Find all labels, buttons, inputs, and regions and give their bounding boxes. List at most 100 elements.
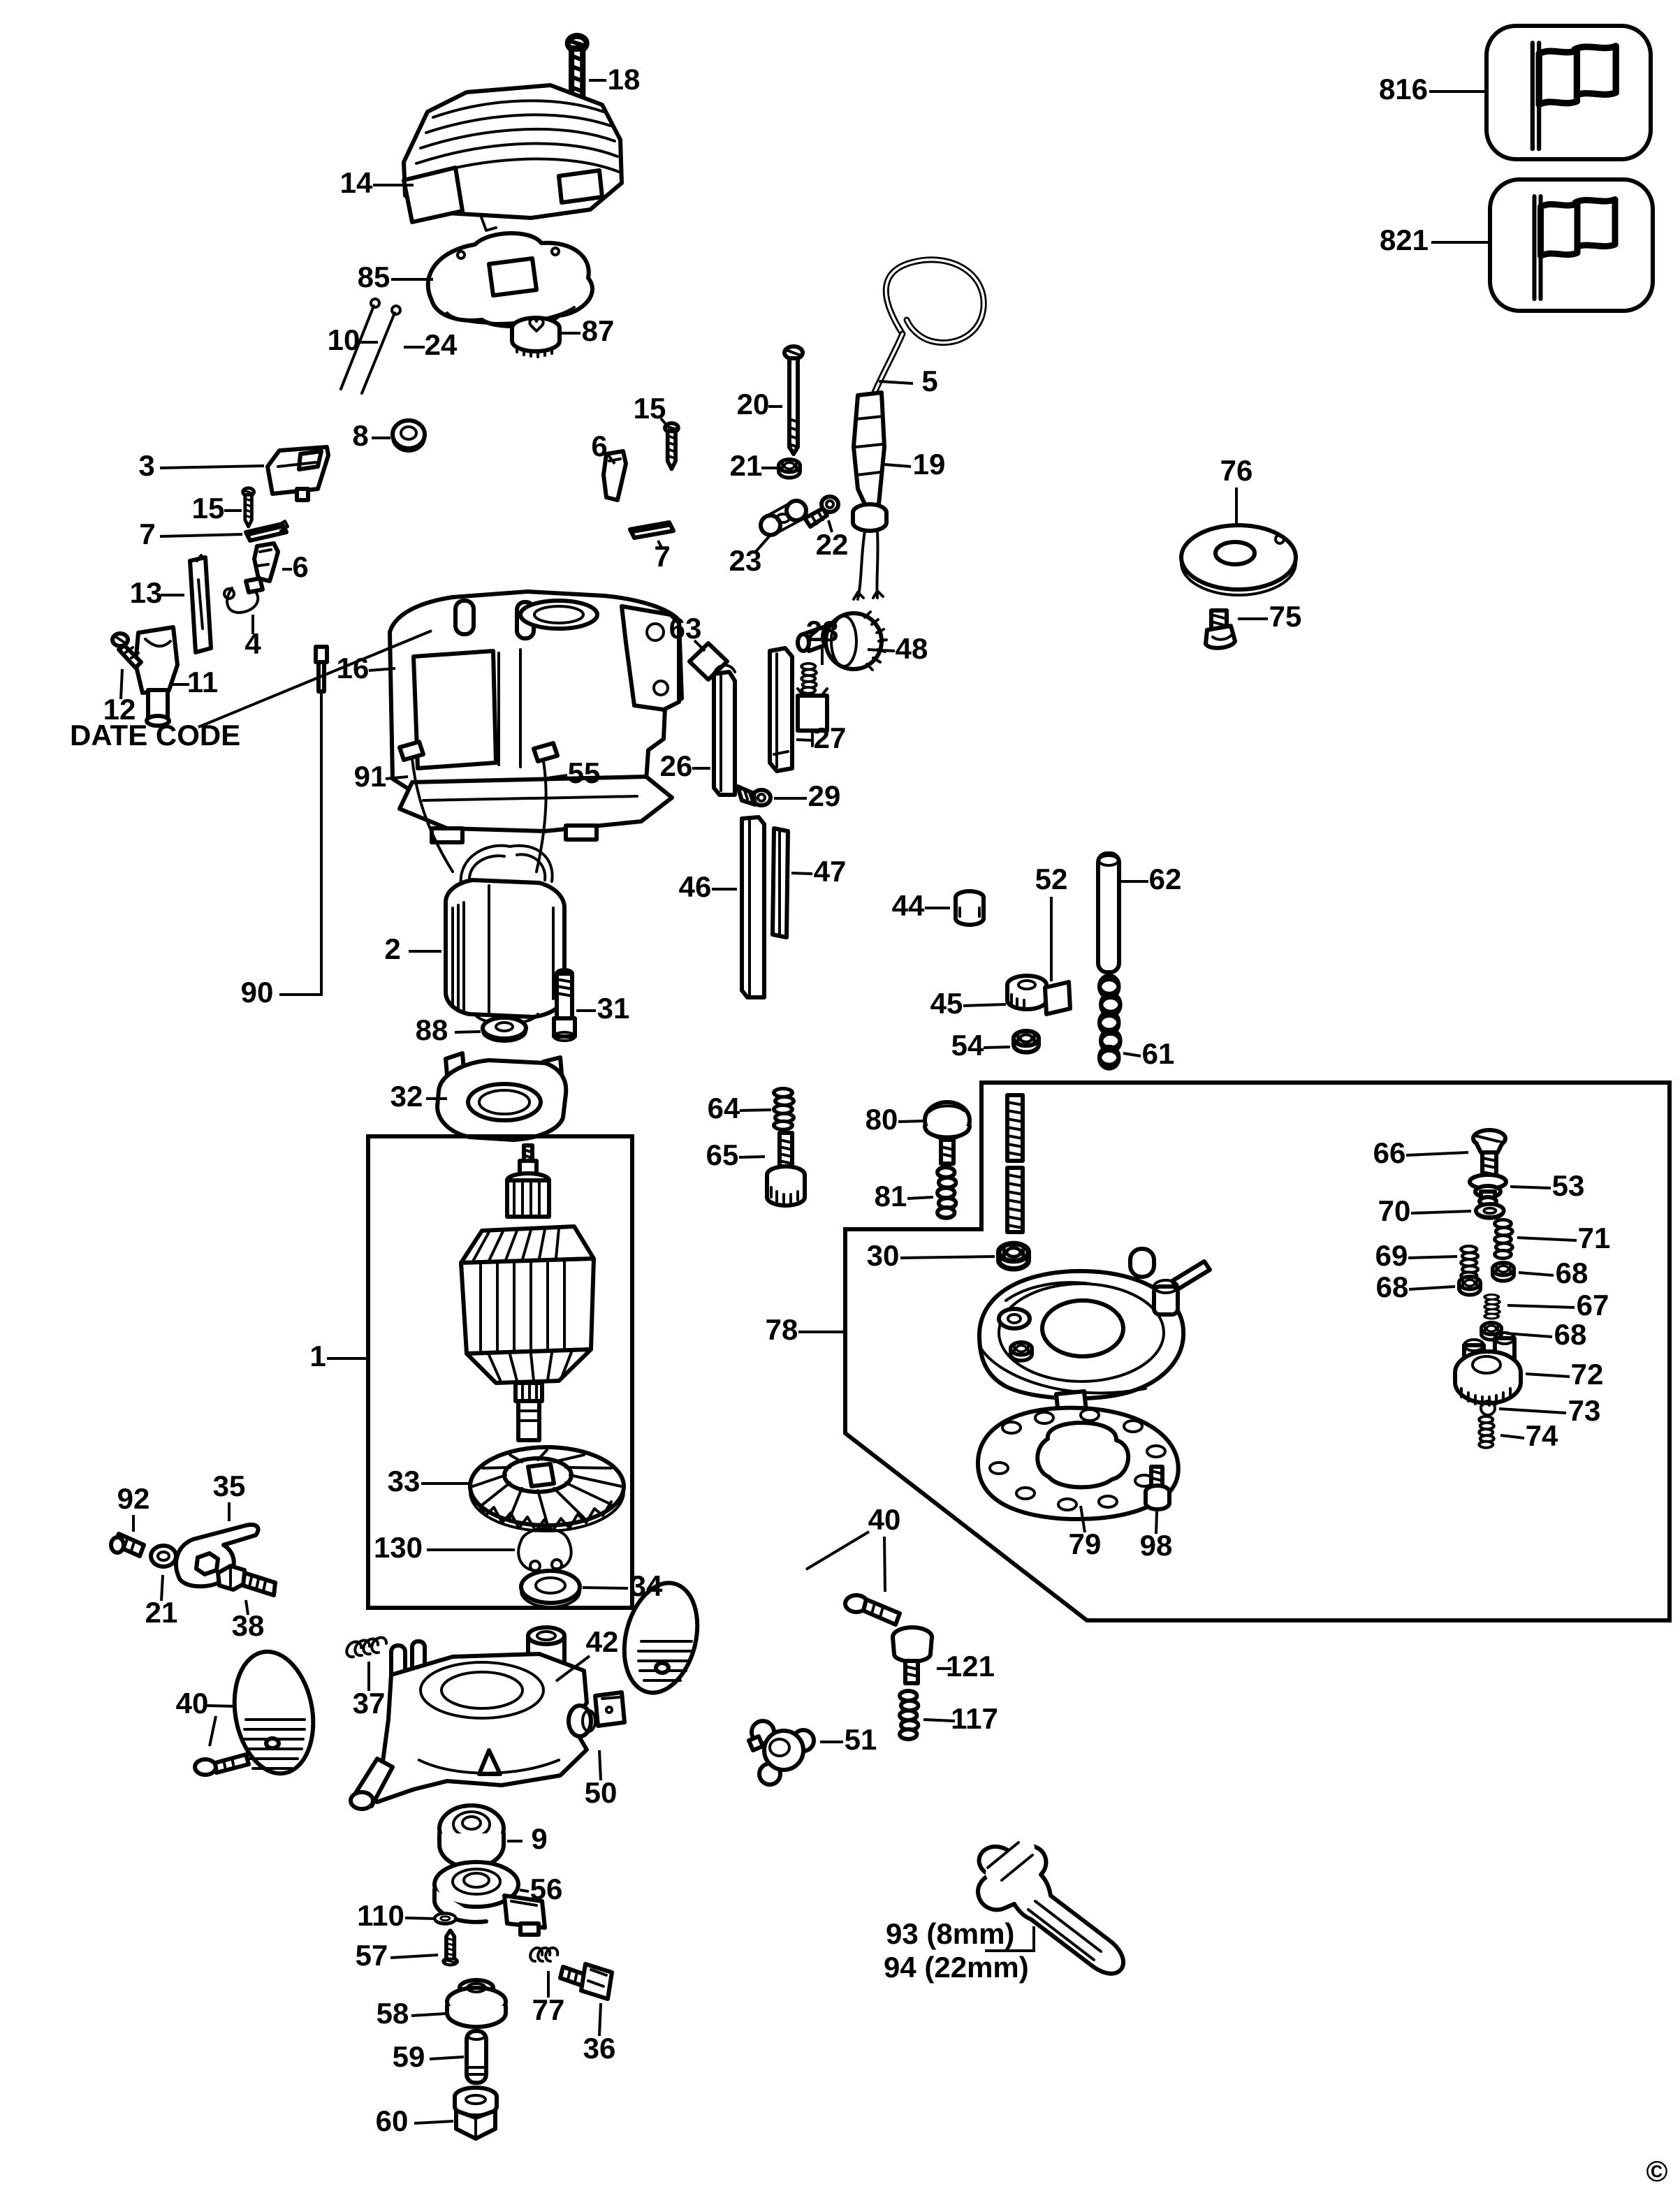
part-drawing-28 <box>796 664 829 747</box>
part-drawing-1-armature <box>459 1143 596 1442</box>
part-drawing-38 <box>216 1564 277 1597</box>
part-label-38: 38 <box>232 1609 265 1642</box>
part-drawing-69 <box>1461 1246 1478 1279</box>
part-label-53: 53 <box>1552 1169 1585 1202</box>
part-drawing-91-wire <box>397 740 454 873</box>
part-drawing-23 <box>759 499 808 537</box>
part-label-46: 46 <box>679 870 712 903</box>
part-drawing-40-left <box>193 1649 316 1777</box>
part-label-52: 52 <box>1035 863 1068 895</box>
part-drawing-15-right <box>665 423 678 469</box>
part-label-74: 74 <box>1526 1419 1558 1452</box>
part-label-27: 27 <box>814 721 847 754</box>
leader-line-73 <box>1498 1407 1567 1414</box>
part-label-15-left: 15 <box>192 492 225 525</box>
leader-line-79 <box>1079 1505 1086 1533</box>
part-label-66: 66 <box>1373 1136 1406 1169</box>
part-drawing-50 <box>593 1690 627 1728</box>
leader-line-98 <box>1155 1511 1158 1534</box>
part-label-16: 16 <box>337 652 370 684</box>
part-label-65: 65 <box>706 1138 739 1171</box>
leader-line-48 <box>867 648 896 652</box>
part-label-13: 13 <box>130 576 163 609</box>
part-label-90: 90 <box>241 976 274 1009</box>
leader-line-7-right <box>657 540 664 550</box>
part-drawing-53 <box>1468 1173 1508 1208</box>
part-drawing-51 <box>747 1719 816 1787</box>
part-label-6-left: 6 <box>292 550 308 583</box>
leader-line-56 <box>519 1889 529 1893</box>
part-label-21-top: 21 <box>730 449 763 482</box>
part-drawing-5-cord <box>871 256 987 396</box>
leader-line-110 <box>404 1917 435 1920</box>
part-drawing-studs <box>1005 1093 1212 1291</box>
part-label-70: 70 <box>1378 1194 1411 1227</box>
part-label-69: 69 <box>1375 1239 1408 1272</box>
part-label-10: 10 <box>328 323 360 356</box>
part-label-54: 54 <box>951 1029 984 1062</box>
part-drawing-48 <box>796 610 888 671</box>
part-drawing-36 <box>558 1962 614 2001</box>
part-drawing-35-lever <box>174 1523 261 1589</box>
part-drawing-7-right <box>628 520 675 540</box>
part-label-68-mid: 68 <box>1376 1270 1409 1303</box>
part-drawing-26 <box>712 664 737 797</box>
leader-line-68-top <box>1518 1271 1554 1277</box>
part-drawing-121 <box>891 1625 934 1685</box>
part-label-4: 4 <box>244 627 261 660</box>
part-drawing-subbase <box>977 1268 1186 1423</box>
part-label-12: 12 <box>103 693 136 726</box>
part-drawing-67 <box>1485 1295 1500 1319</box>
part-drawing-40-right <box>622 1581 902 1695</box>
leader-line-22 <box>827 520 833 533</box>
part-label-11: 11 <box>187 666 218 698</box>
part-label-78: 78 <box>766 1313 798 1346</box>
part-drawing-68-mid <box>1459 1277 1481 1295</box>
part-label-92: 92 <box>117 1482 150 1515</box>
leader-line-30 <box>900 1255 995 1259</box>
leader-line-68-mid <box>1408 1285 1456 1291</box>
part-drawing-81 <box>937 1167 956 1217</box>
leader-line-21-bottom <box>160 1574 164 1602</box>
part-label-1: 1 <box>309 1340 326 1372</box>
part-drawing-64 <box>774 1089 794 1130</box>
part-label-42: 42 <box>586 1625 619 1658</box>
part-drawing-6-left <box>252 541 280 583</box>
leader-line-67 <box>1507 1304 1575 1309</box>
part-drawing-77-spring <box>529 1946 560 1963</box>
part-drawing-98 <box>1144 1465 1171 1511</box>
part-drawing-63 <box>687 641 729 682</box>
leader-line-60 <box>414 2120 454 2125</box>
leader-line-91 <box>385 775 409 780</box>
part-label-59: 59 <box>393 2040 425 2073</box>
part-drawing-11 <box>133 625 180 728</box>
part-label-28: 28 <box>806 615 839 647</box>
leader-line-45 <box>963 1003 1007 1007</box>
leader-line-74 <box>1500 1434 1525 1439</box>
part-drawing-16 <box>388 589 684 844</box>
leader-line-63 <box>693 639 706 652</box>
leader-line-69 <box>1408 1255 1458 1259</box>
part-drawing-13 <box>188 554 213 654</box>
part-label-36: 36 <box>583 2032 616 2065</box>
part-label-75: 75 <box>1269 600 1302 633</box>
part-label-50: 50 <box>585 1776 618 1809</box>
leader-line-7-left <box>159 533 243 538</box>
part-label-7-left: 7 <box>139 518 155 550</box>
part-label-32: 32 <box>390 1080 423 1113</box>
part-label-68-top: 68 <box>1556 1256 1588 1289</box>
flag-callout-box-816 <box>1484 24 1653 161</box>
part-label-130: 130 <box>374 1531 423 1564</box>
part-label-19: 19 <box>913 448 946 481</box>
part-drawing-62 <box>1096 851 1121 974</box>
part-drawing-9 <box>437 1803 506 1870</box>
leader-line-47 <box>791 872 813 875</box>
part-label-61: 61 <box>1142 1037 1175 1070</box>
part-label-85: 85 <box>358 261 390 293</box>
leader-line-93-94 <box>985 1926 1035 1952</box>
part-label-88: 88 <box>416 1013 448 1046</box>
part-drawing-90-pin <box>314 645 329 694</box>
part-label-23: 23 <box>729 544 762 577</box>
leader-line-15-right <box>659 417 671 430</box>
leader-line-23 <box>753 534 771 555</box>
